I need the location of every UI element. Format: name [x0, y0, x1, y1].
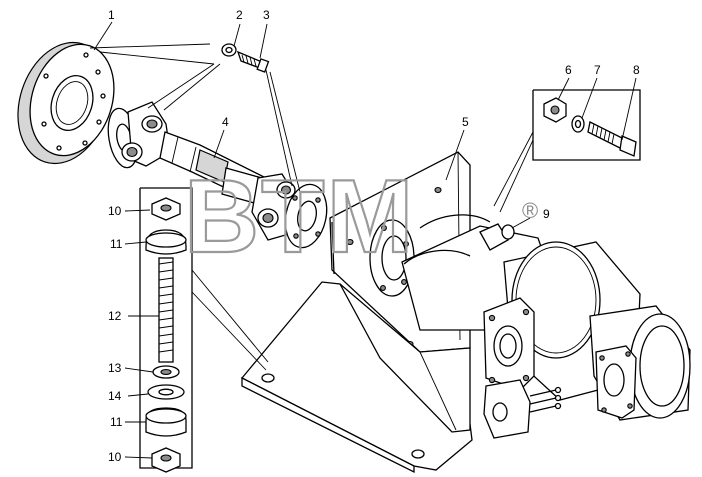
- part-label-5: 5: [462, 115, 469, 129]
- part-label-1: 1: [108, 8, 115, 22]
- part-label-6: 6: [565, 63, 572, 77]
- part-label-8: 8: [633, 63, 640, 77]
- part-label-11-bottom: 11: [110, 415, 123, 429]
- part-label-3: 3: [263, 8, 270, 22]
- flange-disc-part: [17, 41, 115, 165]
- part-label-11-top: 11: [110, 237, 123, 251]
- cardan-shaft-part: [107, 101, 328, 249]
- pump-unit-part: [401, 214, 691, 439]
- part-label-14: 14: [108, 389, 122, 403]
- part-label-12: 12: [108, 309, 122, 323]
- part-label-2: 2: [236, 8, 243, 22]
- part-label-4: 4: [222, 115, 229, 129]
- washer-and-bolt-part: [221, 43, 270, 73]
- leader-lines: [89, 21, 637, 459]
- watermark-text: BTM: [184, 159, 415, 275]
- watermark-registered-mark: ®: [522, 198, 538, 223]
- part-label-10-top: 10: [108, 204, 122, 218]
- watermark: BTM ®: [183, 158, 538, 276]
- part-label-13: 13: [108, 361, 122, 375]
- part-labels: 1 2 3 4 5 6 7 8 9 10 11 12 13 14 11 10: [108, 8, 640, 464]
- inset-fastener-box: [532, 89, 641, 161]
- part-label-7: 7: [594, 63, 601, 77]
- part-label-9: 9: [543, 207, 550, 221]
- part-label-10-bottom: 10: [108, 450, 122, 464]
- inset-mount-stack-box: [139, 187, 269, 473]
